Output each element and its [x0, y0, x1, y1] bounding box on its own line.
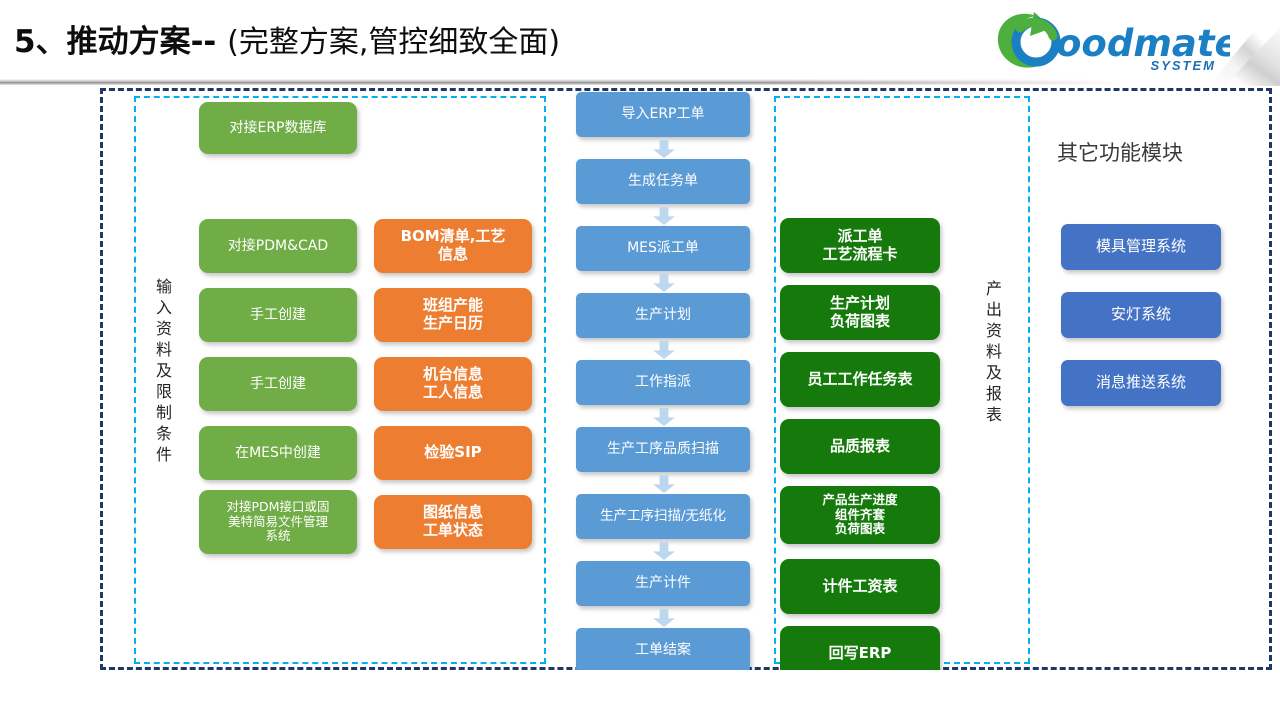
- flow-arrow-7-icon: [653, 609, 675, 627]
- input-data-box-1[interactable]: 班组产能 生产日历: [374, 288, 532, 342]
- output-box-0-line-1: 工艺流程卡: [822, 244, 898, 263]
- flow-arrow-6-icon: [653, 542, 675, 560]
- output-box-4-line-2: 负荷图表: [834, 521, 885, 537]
- output-box-6[interactable]: 回写ERP: [780, 626, 940, 670]
- input-data-box-1-line-0: 班组产能: [422, 296, 483, 315]
- flow-step-7[interactable]: 生产计件: [576, 561, 750, 606]
- modules-section-title: 其它功能模块: [1057, 141, 1183, 165]
- input-data-box-0-line-0: BOM清单,工艺: [400, 227, 506, 246]
- input-source-box-0[interactable]: 对接PDM&CAD: [199, 219, 357, 273]
- output-box-0[interactable]: 派工单 工艺流程卡: [780, 218, 940, 273]
- output-box-4[interactable]: 产品生产进度 组件齐套 负荷图表: [780, 486, 940, 544]
- page-title-sub: (完整方案,管控细致全面): [227, 25, 561, 60]
- input-section-frame: [134, 96, 546, 664]
- module-box-0[interactable]: 模具管理系统: [1061, 224, 1221, 270]
- flow-arrow-2-icon: [653, 274, 675, 292]
- flow-step-6[interactable]: 生产工序扫描/无纸化: [576, 494, 750, 539]
- flow-step-1[interactable]: 生成任务单: [576, 159, 750, 204]
- output-section-label: 产出资料及报表: [983, 280, 1002, 427]
- input-source-box-4-line-2: 系统: [265, 528, 291, 544]
- input-section-label: 输入资料及限制条件: [153, 278, 172, 467]
- flow-step-5[interactable]: 生产工序品质扫描: [576, 427, 750, 472]
- flow-step-4[interactable]: 工作指派: [576, 360, 750, 405]
- module-box-2[interactable]: 消息推送系统: [1061, 360, 1221, 406]
- input-data-box-2-line-0: 机台信息: [422, 365, 483, 384]
- flow-arrow-4-icon: [653, 408, 675, 426]
- input-data-box-0[interactable]: BOM清单,工艺 信息: [374, 219, 532, 273]
- flow-arrow-3-icon: [653, 341, 675, 359]
- input-source-box-2[interactable]: 手工创建: [199, 357, 357, 411]
- flow-step-8[interactable]: 工单结案: [576, 628, 750, 670]
- output-box-1-line-0: 生产计划: [829, 293, 890, 312]
- input-data-box-3[interactable]: 检验SIP: [374, 426, 532, 480]
- input-source-box-1[interactable]: 手工创建: [199, 288, 357, 342]
- flow-step-3[interactable]: 生产计划: [576, 293, 750, 338]
- output-box-0-line-0: 派工单: [837, 226, 883, 245]
- input-box-erp-database[interactable]: 对接ERP数据库: [199, 102, 357, 154]
- input-data-box-4-line-1: 工单状态: [422, 521, 483, 539]
- output-box-4-line-0: 产品生产进度: [822, 491, 898, 507]
- page-title: 5、推动方案-- (完整方案,管控细致全面): [14, 16, 560, 61]
- flow-arrow-1-icon: [653, 207, 675, 225]
- input-data-box-2-line-1: 工人信息: [422, 383, 483, 401]
- flow-step-0[interactable]: 导入ERP工单: [576, 92, 750, 137]
- logo-subtitle: SYSTEM: [1150, 58, 1216, 73]
- logo-mark-icon: oodmate: [997, 12, 1230, 68]
- input-data-box-2[interactable]: 机台信息 工人信息: [374, 357, 532, 411]
- diagram-clip-region: 输入资料及限制条件 对接ERP数据库 对接PDM&CAD 手工创建 手工创建 在…: [100, 88, 1272, 670]
- input-source-box-3[interactable]: 在MES中创建: [199, 426, 357, 480]
- input-data-box-4-line-0: 图纸信息: [422, 503, 483, 522]
- output-box-3[interactable]: 品质报表: [780, 419, 940, 474]
- page-title-main: 5、推动方案--: [14, 24, 217, 60]
- output-box-4-line-1: 组件齐套: [834, 506, 885, 522]
- header-divider-fade: [0, 79, 1280, 85]
- module-box-1[interactable]: 安灯系统: [1061, 292, 1221, 338]
- flow-step-2[interactable]: MES派工单: [576, 226, 750, 271]
- flow-arrow-0-icon: [653, 140, 675, 158]
- input-source-box-4[interactable]: 对接PDM接口或固 美特简易文件管理 系统: [199, 490, 357, 554]
- input-source-box-4-line-1: 美特简易文件管理: [227, 513, 328, 529]
- input-source-box-4-line-0: 对接PDM接口或固: [226, 498, 330, 514]
- input-data-box-1-line-1: 生产日历: [422, 314, 483, 332]
- output-box-1[interactable]: 生产计划 负荷图表: [780, 285, 940, 340]
- output-box-5[interactable]: 计件工资表: [780, 559, 940, 614]
- output-box-2[interactable]: 员工工作任务表: [780, 352, 940, 407]
- goodmate-logo: oodmate SYSTEM: [990, 6, 1230, 80]
- flow-arrow-5-icon: [653, 475, 675, 493]
- input-data-box-4[interactable]: 图纸信息 工单状态: [374, 495, 532, 549]
- input-data-box-0-line-1: 信息: [437, 245, 468, 263]
- output-box-1-line-1: 负荷图表: [829, 311, 890, 330]
- logo-wordmark: oodmate: [1056, 22, 1230, 65]
